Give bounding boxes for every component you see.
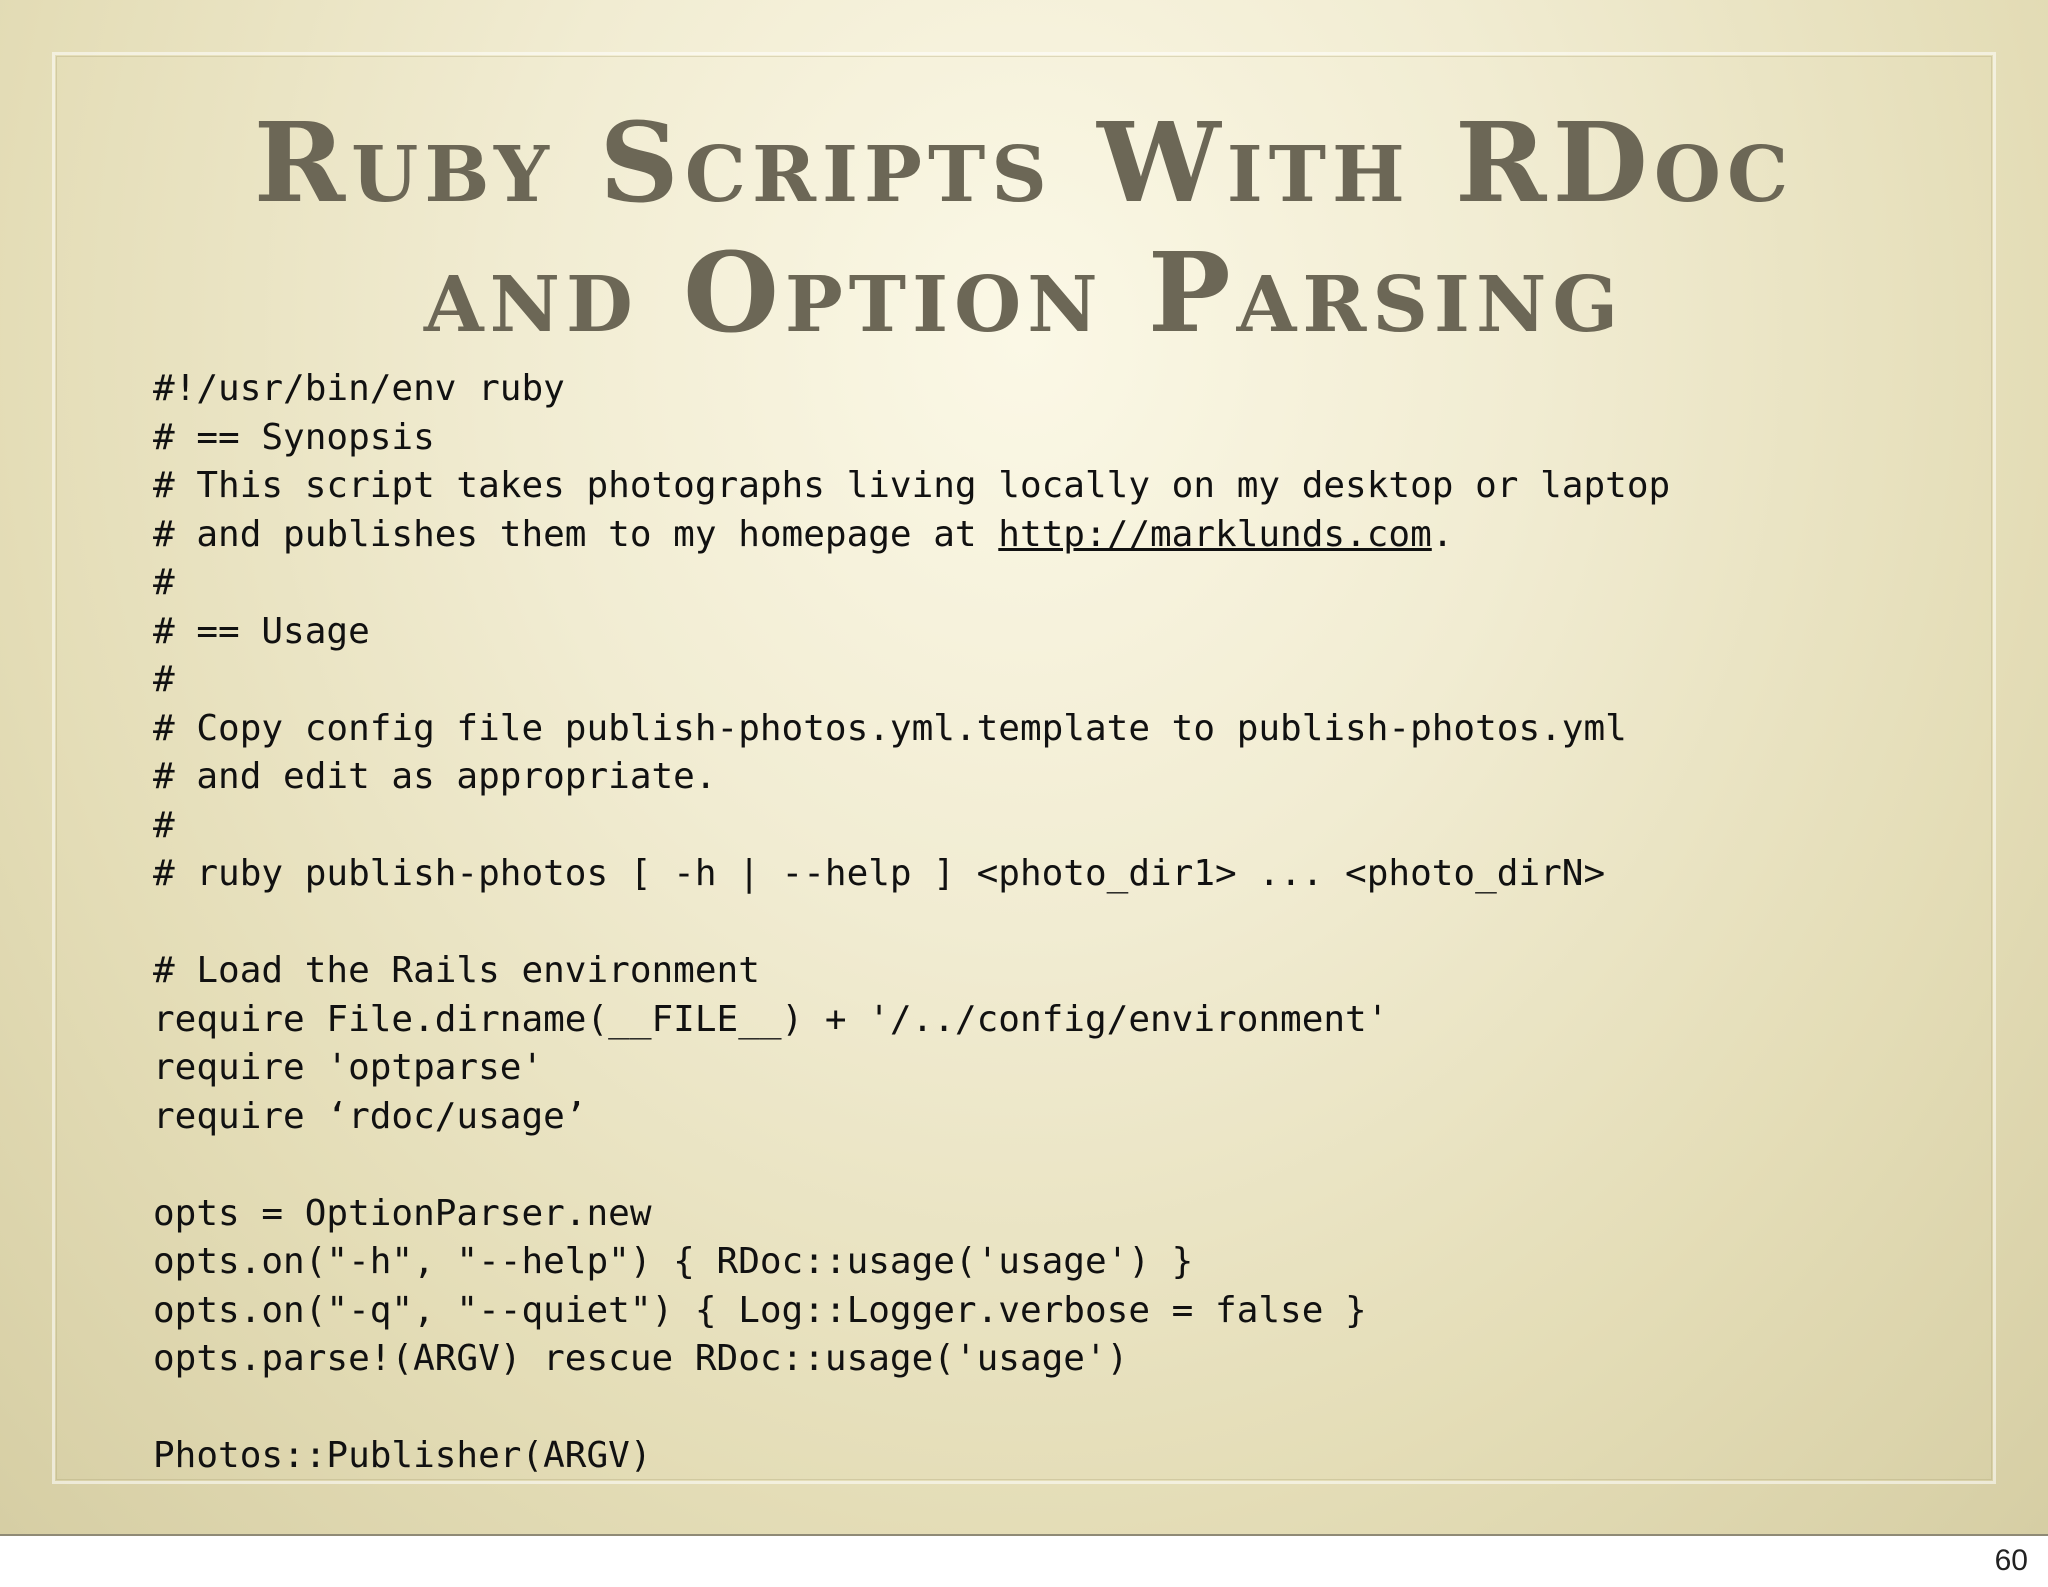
code-line-comment-blank-2: #: [153, 659, 175, 700]
code-line-shebang: #!/usr/bin/env ruby: [153, 368, 565, 409]
code-line-comment-blank-3: #: [153, 804, 175, 846]
code-block: #!/usr/bin/env ruby # == Synopsis # This…: [153, 365, 1933, 1481]
slide-title-line-1: Ruby Scripts With RDoc: [253, 98, 1795, 227]
code-line-require-rdoc-usage: require ‘rdoc/usage’: [153, 1095, 587, 1137]
code-line-description-2-prefix: # and publishes them to my homepage at: [153, 513, 999, 555]
code-line-empty-3: [153, 1384, 1933, 1433]
code-line-description-2: # and publishes them to my homepage at h…: [153, 511, 1933, 560]
slide: Ruby Scripts With RDoc and Option Parsin…: [0, 0, 2048, 1536]
code-line-usage-heading: # == Usage: [153, 610, 370, 652]
code-line-edit-config: # and edit as appropriate.: [153, 756, 717, 797]
code-line-load-rails-comment: # Load the Rails environment: [153, 950, 760, 991]
code-line-publisher-call: Photos::Publisher(ARGV): [153, 1435, 652, 1476]
code-line-empty-1: [153, 899, 1933, 948]
code-line-copy-config: # Copy config file publish-photos.yml.te…: [153, 707, 1627, 749]
code-line-opts-new: opts = OptionParser.new: [153, 1192, 652, 1234]
code-line-description-2-suffix: .: [1431, 513, 1454, 555]
slide-title-line-2: and Option Parsing: [423, 228, 1625, 357]
code-line-usage-command: # ruby publish-photos [ -h | --help ] <p…: [153, 853, 1606, 894]
page-number: 60: [1994, 1544, 2028, 1577]
slide-title: Ruby Scripts With RDoc and Option Parsin…: [0, 98, 2048, 358]
code-line-synopsis-heading: # == Synopsis: [153, 416, 435, 458]
code-line-empty-2: [153, 1141, 1933, 1190]
code-line-require-environment: require File.dirname(__FILE__) + '/../co…: [153, 998, 1389, 1040]
code-line-opts-parse: opts.parse!(ARGV) rescue RDoc::usage('us…: [153, 1338, 1129, 1379]
code-line-opts-help: opts.on("-h", "--help") { RDoc::usage('u…: [153, 1241, 1194, 1282]
slide-frame-inner-border: [56, 56, 1992, 1480]
code-line-comment-blank-1: #: [153, 562, 175, 603]
code-line-require-optparse: require 'optparse': [153, 1047, 544, 1088]
code-line-description-1: # This script takes photographs living l…: [153, 465, 1671, 506]
code-line-opts-quiet: opts.on("-q", "--quiet") { Log::Logger.v…: [153, 1289, 1367, 1331]
slide-frame-border: [52, 52, 1996, 1484]
homepage-link[interactable]: http://marklunds.com: [998, 513, 1432, 555]
